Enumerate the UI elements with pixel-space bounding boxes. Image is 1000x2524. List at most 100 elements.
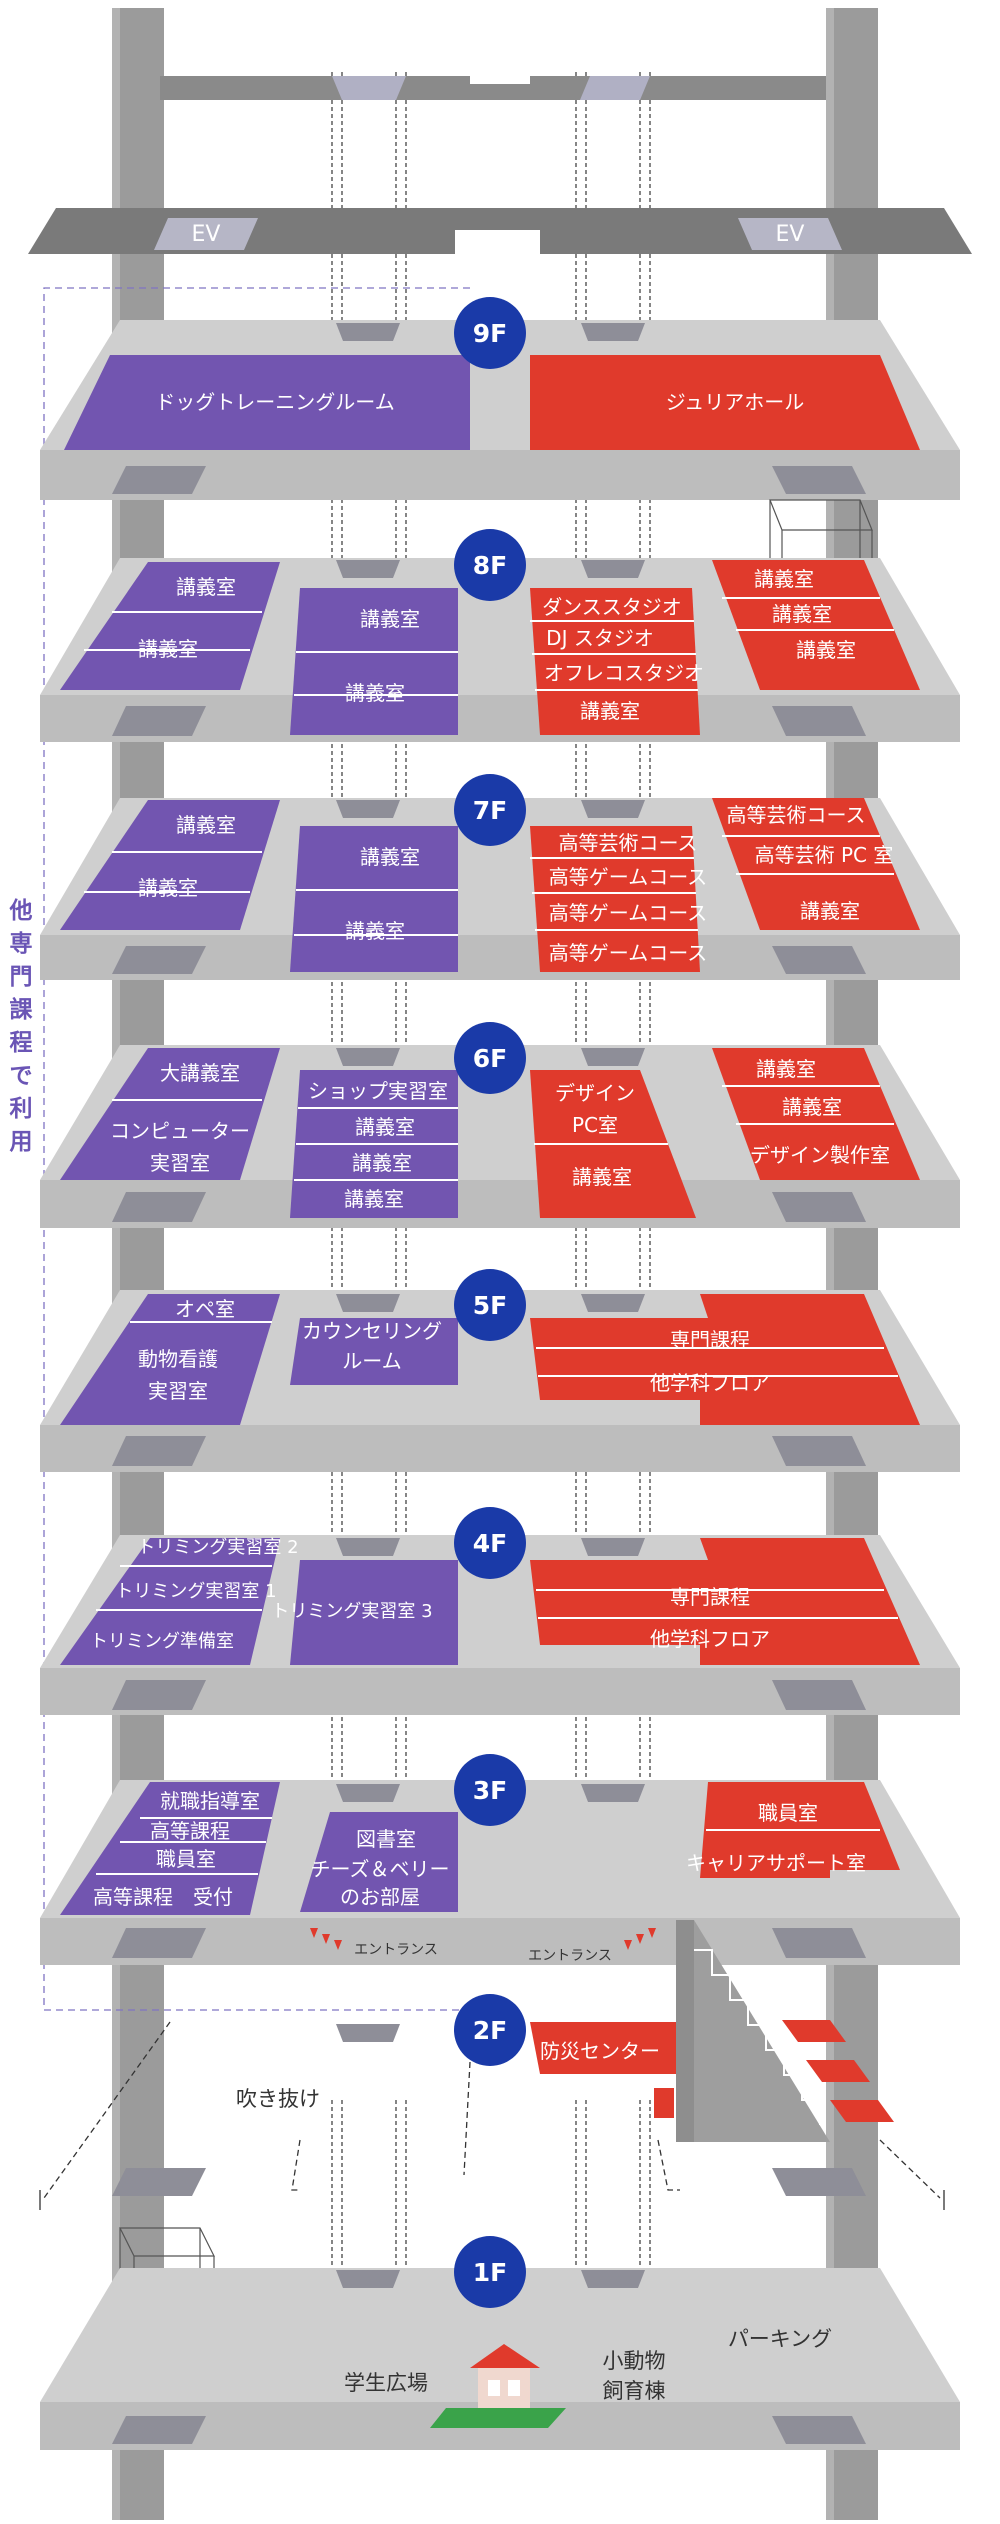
entrance-label-left: エントランス xyxy=(354,1942,438,1958)
svg-text:トリミング実習室 1: トリミング実習室 1 xyxy=(115,1581,276,1602)
svg-text:講義室: 講義室 xyxy=(345,681,405,705)
room-9f-left[interactable] xyxy=(64,355,470,450)
room-7f-right-a[interactable] xyxy=(530,826,700,972)
floor-badge-7f[interactable] xyxy=(454,774,526,846)
floor-badge-2f[interactable] xyxy=(454,1994,526,2066)
room-5f-left-a[interactable] xyxy=(60,1294,280,1425)
svg-text:高等課程 受付: 高等課程 受付 xyxy=(93,1885,233,1909)
floor-8f[interactable]: 講義室 講義室 講義室 講義室 ダンススタジオ DJ スタジオ オフレコスタジオ… xyxy=(40,529,960,742)
room-8f-left-b[interactable] xyxy=(290,588,458,735)
svg-text:2F: 2F xyxy=(473,2016,507,2045)
svg-text:講義室: 講義室 xyxy=(138,637,198,661)
floor-9f[interactable]: ドッグトレーニングルーム ジュリアホール 9F xyxy=(40,297,960,500)
svg-text:講義室: 講義室 xyxy=(355,1115,415,1139)
svg-text:コンピューター: コンピューター xyxy=(110,1119,250,1143)
svg-text:高等ゲームコース: 高等ゲームコース xyxy=(549,901,707,925)
svg-text:高等芸術コース: 高等芸術コース xyxy=(559,831,698,855)
svg-text:他学科フロア: 他学科フロア xyxy=(650,1627,770,1651)
floor-badge-8f[interactable] xyxy=(454,529,526,601)
room-7f-left-a[interactable] xyxy=(60,800,280,930)
room-8f-left-a[interactable] xyxy=(60,562,280,690)
svg-text:ショップ実習室: ショップ実習室 xyxy=(308,1079,448,1103)
room-3f-left-b[interactable] xyxy=(300,1812,458,1912)
floor-6f[interactable]: 大講義室 コンピューター 実習室 ショップ実習室 講義室 講義室 講義室 デザイ… xyxy=(40,1022,960,1228)
floor-1f[interactable]: 学生広場 小動物 飼育棟 パーキング 1F xyxy=(40,2236,960,2450)
svg-text:トリミング準備室: トリミング準備室 xyxy=(90,1631,234,1652)
arrow-icon xyxy=(334,1940,342,1950)
svg-text:就職指導室: 就職指導室 xyxy=(160,1789,260,1813)
ev-label-right: EV xyxy=(776,222,805,247)
svg-text:他学科フロア: 他学科フロア xyxy=(650,1371,770,1395)
svg-text:3F: 3F xyxy=(473,1776,507,1805)
floor-4f[interactable]: トリミング実習室 2 トリミング実習室 1 トリミング準備室 トリミング実習室 … xyxy=(40,1507,960,1715)
svg-text:講義室: 講義室 xyxy=(176,575,236,599)
svg-text:講義室: 講義室 xyxy=(352,1151,412,1175)
svg-text:講義室: 講義室 xyxy=(782,1095,842,1119)
svg-text:講義室: 講義室 xyxy=(138,876,198,900)
floor-2f[interactable]: 防災センター 吹き抜け 2F xyxy=(39,1994,945,2210)
svg-text:実習室: 実習室 xyxy=(148,1379,208,1403)
svg-text:講義室: 講義室 xyxy=(756,1057,816,1081)
svg-text:ダンススタジオ: ダンススタジオ xyxy=(542,595,682,619)
arrow-icon xyxy=(636,1934,644,1944)
svg-text:カウンセリング: カウンセリング xyxy=(302,1319,442,1343)
svg-text:デザイン: デザイン xyxy=(555,1081,635,1105)
svg-text:動物看護: 動物看護 xyxy=(138,1347,218,1371)
label-student-plaza: 学生広場 xyxy=(344,2371,428,2395)
label-dog-training: ドッグトレーニングルーム xyxy=(155,390,394,414)
room-2f-bousai[interactable] xyxy=(530,2022,676,2074)
svg-text:大講義室: 大講義室 xyxy=(160,1061,240,1085)
room-6f-right-b[interactable] xyxy=(712,1048,920,1180)
floor-badge-1f[interactable] xyxy=(454,2236,526,2308)
svg-text:講義室: 講義室 xyxy=(360,845,420,869)
svg-text:のお部屋: のお部屋 xyxy=(340,1885,420,1909)
floor-badge-3f[interactable] xyxy=(454,1754,526,1826)
floor-7f[interactable]: 講義室 講義室 講義室 講義室 高等芸術コース 高等ゲームコース 高等ゲームコー… xyxy=(40,774,960,980)
svg-text:専: 専 xyxy=(10,931,33,957)
label-small-animal-1: 小動物 xyxy=(603,2349,666,2373)
svg-text:高等ゲームコース: 高等ゲームコース xyxy=(549,941,707,965)
room-4f-right[interactable] xyxy=(530,1538,920,1665)
room-5f-right[interactable] xyxy=(530,1294,920,1425)
svg-text:専門課程: 専門課程 xyxy=(670,1328,750,1352)
svg-text:課: 課 xyxy=(10,996,34,1023)
floor-badge-9f-text: 9F xyxy=(473,319,507,348)
entrance-label-right: エントランス xyxy=(528,1948,612,1964)
specialized-course-boundary xyxy=(43,287,470,2011)
svg-text:8F: 8F xyxy=(473,551,507,580)
staircase xyxy=(654,1920,894,2142)
svg-text:講義室: 講義室 xyxy=(754,567,814,591)
room-5f-left-b[interactable] xyxy=(290,1318,458,1385)
arrow-icon xyxy=(322,1934,330,1944)
floor-badge-4f[interactable] xyxy=(454,1507,526,1579)
room-9f-right[interactable] xyxy=(530,355,920,450)
room-4f-left-b[interactable] xyxy=(290,1560,458,1665)
label-parking: パーキング xyxy=(728,2327,832,2351)
elevator-box-right xyxy=(738,218,842,250)
label-atrium: 吹き抜け xyxy=(236,2087,320,2111)
floor-badge-6f[interactable] xyxy=(454,1022,526,1094)
svg-text:トリミング実習室 3: トリミング実習室 3 xyxy=(271,1601,432,1622)
floor-badge-5f[interactable] xyxy=(454,1269,526,1341)
svg-text:程: 程 xyxy=(10,1030,33,1056)
room-3f-left-a[interactable] xyxy=(60,1782,280,1915)
entrance-markers: エントランス エントランス xyxy=(310,1928,656,1964)
svg-text:職員室: 職員室 xyxy=(758,1801,818,1825)
room-6f-left-a[interactable] xyxy=(60,1048,280,1180)
floor-5f[interactable]: オペ室 動物看護 実習室 カウンセリング ルーム 専門課程 他学科フロア 5F xyxy=(40,1269,960,1472)
svg-text:講義室: 講義室 xyxy=(580,699,640,723)
room-8f-right-b[interactable] xyxy=(712,560,920,690)
svg-text:用: 用 xyxy=(10,1129,33,1155)
svg-text:職員室: 職員室 xyxy=(156,1847,216,1871)
room-4f-left-a[interactable] xyxy=(60,1538,280,1665)
room-8f-right-a[interactable] xyxy=(530,588,700,735)
room-7f-right-b[interactable] xyxy=(712,798,920,930)
floor-badge-9f[interactable] xyxy=(454,297,526,369)
roof: EV EV xyxy=(28,76,972,254)
svg-text:利: 利 xyxy=(10,1096,33,1122)
svg-text:で: で xyxy=(10,1063,33,1089)
floor-3f[interactable]: 就職指導室 高等課程 職員室 高等課程 受付 図書室 チーズ＆ベリー のお部屋 … xyxy=(40,1754,960,1965)
svg-text:講義室: 講義室 xyxy=(800,899,860,923)
house-icon xyxy=(430,2344,566,2428)
svg-text:講義室: 講義室 xyxy=(344,1187,404,1211)
